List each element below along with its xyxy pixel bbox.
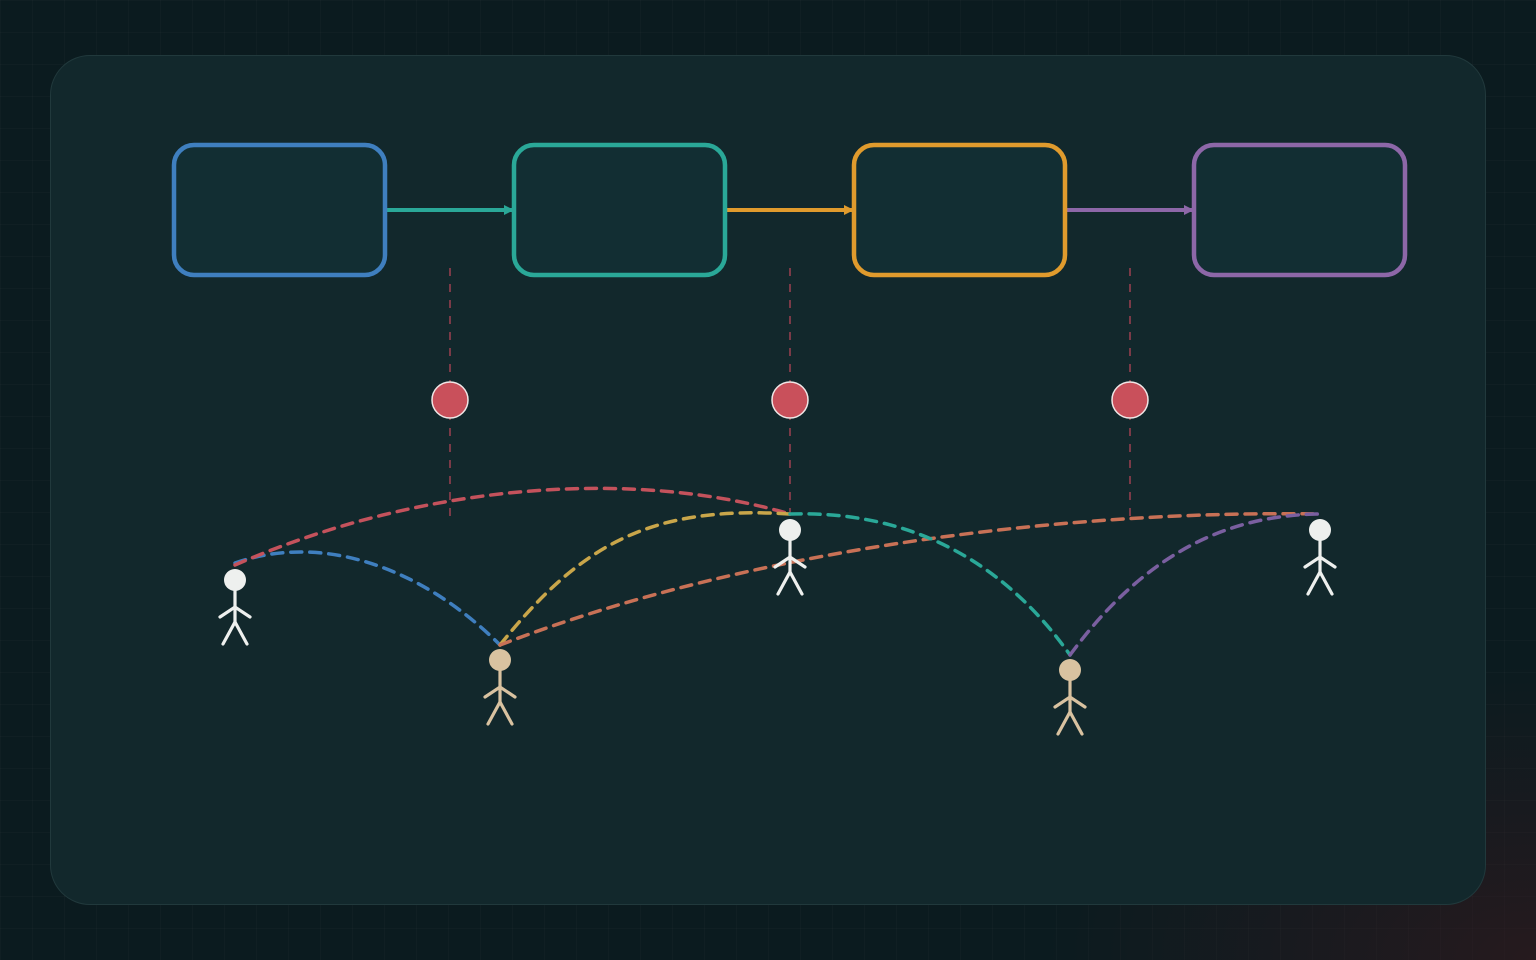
person-b-figure <box>483 649 517 726</box>
handoff-marker-3 <box>1111 381 1149 419</box>
person-a-figure <box>218 569 252 646</box>
stage-4-box <box>1191 142 1408 278</box>
connection-person-d-person-e <box>1068 512 1322 657</box>
connection-person-b-person-c <box>498 511 792 647</box>
stage-2-box <box>511 142 728 278</box>
handoff-marker-1 <box>431 381 469 419</box>
person-c-figure <box>773 519 807 596</box>
connection-person-a-person-c <box>233 486 792 567</box>
connection-person-c-person-d <box>788 512 1072 657</box>
person-e-figure <box>1303 519 1337 596</box>
handoff-marker-2 <box>771 381 809 419</box>
connection-person-a-person-b <box>233 550 502 647</box>
stage-3-box <box>851 142 1068 278</box>
person-d-figure <box>1053 659 1087 736</box>
connection-person-b-person-e <box>498 511 1322 647</box>
stage-1-box <box>171 142 388 278</box>
